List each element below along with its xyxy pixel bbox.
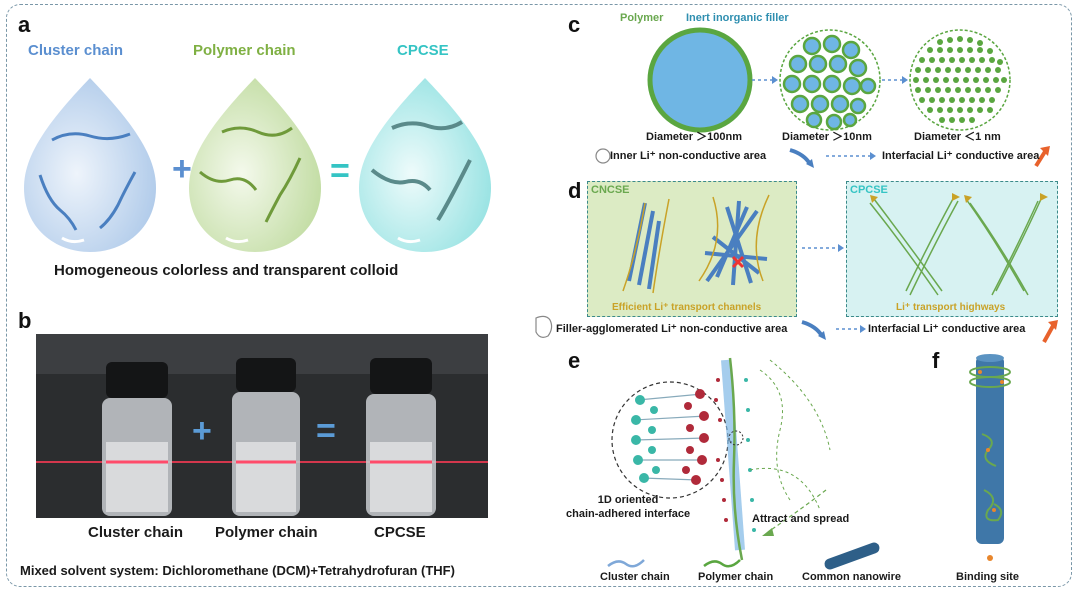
diameter-10: Diameter ＞10nm — [782, 131, 872, 143]
legend-nanowire-label: Common nanowire — [802, 571, 902, 583]
cncse-illustration — [622, 194, 770, 294]
panel-label-f: f — [932, 348, 940, 373]
zoom-circle — [611, 381, 729, 499]
cluster-droplet — [24, 78, 156, 252]
conductive-area-row-d — [535, 315, 826, 340]
solvent-caption: Mixed solvent system: Dichloromethane (D… — [20, 563, 455, 578]
panel-label-c: c — [568, 12, 581, 37]
colloid-caption: Homogeneous colorless and transparent co… — [54, 262, 399, 279]
diameter-1: Diameter ＜1 nm — [914, 131, 1001, 143]
panel-label-e: e — [568, 348, 581, 373]
cluster-chain-title: Cluster chain — [28, 42, 124, 59]
cpcse-box-label: CPCSE — [850, 184, 888, 196]
panel-label-b: b — [18, 308, 32, 333]
interfacial-conductive-label-c: Interfacial Li⁺ conductive area — [882, 150, 1040, 162]
interfacial-conductive-label-d: Interfacial Li⁺ conductive area — [868, 323, 1026, 335]
cncse-box — [587, 181, 797, 317]
equals-sign-a: = — [330, 152, 350, 190]
attract-spread-label: Attract and spread — [752, 513, 850, 525]
small-filler-particles — [909, 29, 1011, 131]
vial-label-polymer: Polymer chain — [215, 524, 318, 541]
plus-sign-a: + — [172, 150, 192, 188]
legend-nanowire-icon — [824, 542, 880, 570]
blocked-cross-icon — [731, 255, 745, 269]
vial-label-cluster: Cluster chain — [88, 524, 184, 541]
droplets-illustration: + = — [24, 78, 491, 252]
medium-filler-particles — [779, 29, 881, 131]
cncse-label: CNCSE — [591, 184, 630, 196]
plus-sign-b: + — [192, 412, 212, 450]
agglomerated-label: Filler-agglomerated Li⁺ non-conductive a… — [556, 323, 788, 335]
inner-nonconductive-label: Inner Li⁺ non-conductive area — [610, 150, 767, 162]
figure-frame — [6, 4, 1072, 587]
adhered-nanowire — [714, 357, 756, 561]
diameter-100: Diameter ＞100nm — [646, 131, 742, 143]
efficient-channels-label: Efficient Li⁺ transport channels — [612, 302, 762, 313]
vial-cluster — [102, 362, 172, 516]
large-filler-particle — [647, 27, 753, 133]
d-transition-arrow — [802, 244, 844, 252]
cpcse-title: CPCSE — [397, 42, 449, 59]
interface-label: 1D oriented chain-adhered interface — [566, 494, 691, 520]
vial-polymer — [232, 358, 300, 516]
polymer-label: Polymer — [620, 12, 664, 24]
filler-size-diagram — [647, 27, 1011, 133]
cpcse-highways-illustration — [869, 193, 1048, 296]
vial-cpcse — [366, 358, 436, 516]
legend-polymer-label: Polymer chain — [698, 571, 774, 583]
interface-illustration — [611, 357, 831, 561]
cpcse-droplet — [359, 78, 491, 252]
filler-label: Inert inorganic filler — [686, 12, 789, 24]
increase-arrow-d — [1042, 320, 1058, 343]
highways-label: Li⁺ transport highways — [896, 302, 1006, 313]
legend-polymer-icon — [703, 559, 741, 568]
polymer-chain-title: Polymer chain — [193, 42, 296, 59]
polymer-droplet — [189, 78, 321, 252]
legend-cluster-label: Cluster chain — [600, 571, 670, 583]
d-bottom-arrow — [836, 325, 866, 333]
panel-label-d: d — [568, 178, 582, 203]
conductive-area-row-c — [595, 146, 1050, 168]
vials-photo: + = — [36, 334, 488, 518]
binding-site-label: Binding site — [956, 571, 1019, 583]
binding-nanowire-illustration — [969, 354, 1011, 561]
equals-sign-b: = — [316, 412, 336, 450]
legend-cluster-icon — [607, 559, 645, 568]
panel-label-a: a — [18, 12, 31, 37]
vial-label-cpcse: CPCSE — [374, 524, 426, 541]
binding-site-dot — [987, 555, 993, 561]
cpcse-box — [846, 181, 1058, 317]
